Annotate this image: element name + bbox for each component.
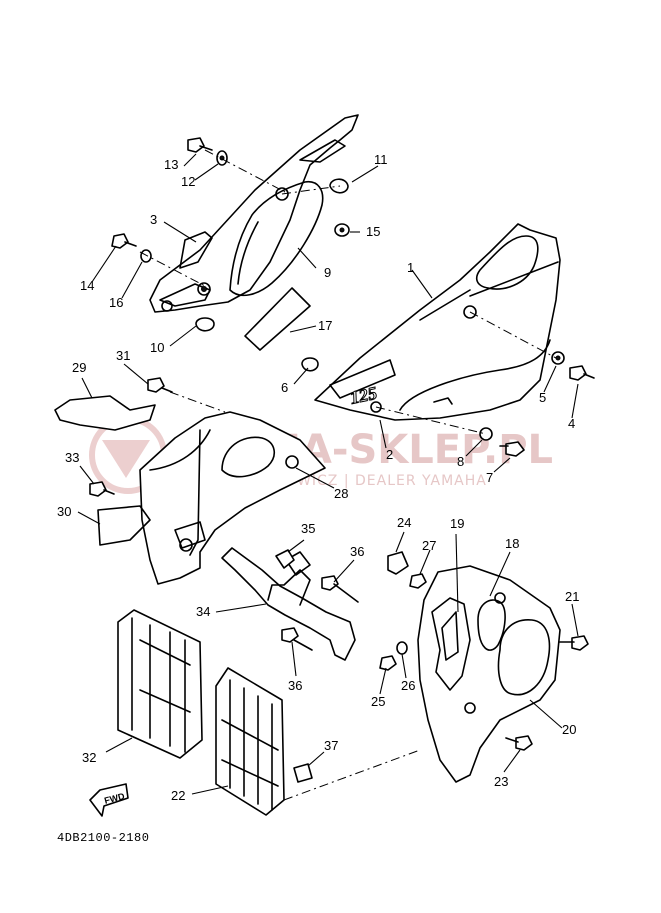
callout-13: 13 [164, 157, 178, 172]
callout-36-top: 36 [350, 544, 364, 559]
clip-37 [283, 749, 421, 801]
callout-19: 19 [450, 516, 464, 531]
callout-33: 33 [65, 450, 79, 465]
fasteners-bracket [275, 549, 359, 651]
callout-22: 22 [171, 788, 185, 803]
callout-30: 30 [57, 504, 71, 519]
bracket [221, 547, 356, 661]
callout-7: 7 [486, 470, 493, 485]
number-plate [417, 565, 561, 783]
callout-16: 16 [109, 295, 123, 310]
side-cover-right: 125 [314, 223, 561, 421]
callout-28: 28 [334, 486, 348, 501]
callout-18: 18 [505, 536, 519, 551]
callout-9: 9 [324, 265, 331, 280]
callout-31: 31 [116, 348, 130, 363]
callout-14: 14 [80, 278, 94, 293]
callout-17: 17 [318, 318, 332, 333]
fasteners-right-group [301, 311, 595, 457]
callout-15: 15 [366, 224, 380, 239]
callout-8: 8 [457, 454, 464, 469]
callout-24: 24 [397, 515, 411, 530]
callout-21: 21 [565, 589, 579, 604]
fasteners-plate [379, 551, 589, 751]
radiator-guard-22 [215, 667, 285, 816]
callout-29: 29 [72, 360, 86, 375]
fwd-arrow-icon: FWD [89, 783, 129, 817]
fasteners-scoop [54, 377, 226, 546]
leader-lines [77, 153, 579, 795]
callout-12: 12 [181, 174, 195, 189]
callout-26: 26 [401, 678, 415, 693]
callout-6: 6 [281, 380, 288, 395]
callout-numbers: 1 2 3 4 5 6 7 8 9 10 11 12 13 14 15 16 1… [57, 152, 579, 803]
callout-34: 34 [196, 604, 210, 619]
callout-25: 25 [371, 694, 385, 709]
callout-32: 32 [82, 750, 96, 765]
fasteners-left-group [111, 137, 350, 351]
callout-11: 11 [374, 152, 388, 167]
air-scoop [139, 411, 326, 585]
callout-20: 20 [562, 722, 576, 737]
side-cover-left [149, 114, 359, 313]
callout-37: 37 [324, 738, 338, 753]
callout-23: 23 [494, 774, 508, 789]
callout-2: 2 [386, 447, 393, 462]
callout-35: 35 [301, 521, 315, 536]
callout-27: 27 [422, 538, 436, 553]
callout-36-bottom: 36 [288, 678, 302, 693]
callout-3: 3 [150, 212, 157, 227]
callout-5: 5 [539, 390, 546, 405]
callout-1: 1 [407, 260, 414, 275]
callout-4: 4 [568, 416, 575, 431]
radiator-guard-32 [117, 609, 203, 759]
diagram-code: 4DB2100-2180 [57, 831, 149, 845]
callout-10: 10 [150, 340, 164, 355]
